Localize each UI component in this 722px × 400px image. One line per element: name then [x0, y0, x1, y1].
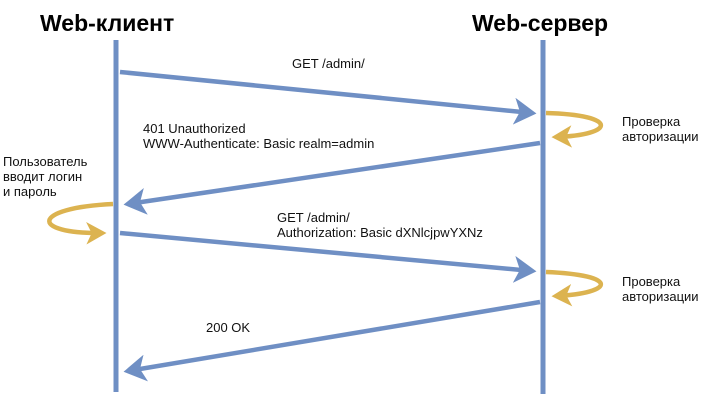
server-title: Web-сервер	[472, 10, 609, 36]
message-line: GET /admin/	[292, 56, 365, 71]
message-line: 401 Unauthorized	[143, 121, 246, 136]
note-line: вводит логин	[3, 169, 83, 184]
note-line: авторизации	[622, 289, 699, 304]
message-label-1: GET /admin/	[292, 56, 365, 71]
client-title: Web-клиент	[40, 10, 175, 36]
note-line: и пароль	[3, 184, 57, 199]
message-arrow-4	[123, 299, 541, 382]
message-arrow-1	[119, 69, 537, 125]
message-line: Authorization: Basic dXNlcjpwYXNz	[277, 225, 483, 240]
message-line: GET /admin/	[277, 210, 350, 225]
server-check-loop-2	[545, 269, 603, 307]
message-label-2: 401 Unauthorized WWW-Authenticate: Basic…	[143, 121, 374, 151]
server-check-note-2: Проверка авторизации	[622, 274, 699, 304]
note-line: Проверка	[622, 274, 681, 289]
message-label-3: GET /admin/ Authorization: Basic dXNlcjp…	[277, 210, 483, 240]
server-check-note-1: Проверка авторизации	[622, 114, 699, 144]
server-check-loop-1	[545, 110, 603, 148]
message-label-4: 200 OK	[206, 320, 250, 335]
note-line: Проверка	[622, 114, 681, 129]
client-input-note: Пользователь вводит логин и пароль	[3, 154, 87, 199]
note-line: Пользователь	[3, 154, 88, 169]
message-arrow-2	[123, 140, 541, 215]
client-input-loop	[47, 201, 114, 245]
message-line: 200 OK	[206, 320, 251, 335]
message-arrow-3	[119, 230, 537, 283]
note-line: авторизации	[622, 129, 699, 144]
message-line: WWW-Authenticate: Basic realm=admin	[143, 136, 375, 151]
